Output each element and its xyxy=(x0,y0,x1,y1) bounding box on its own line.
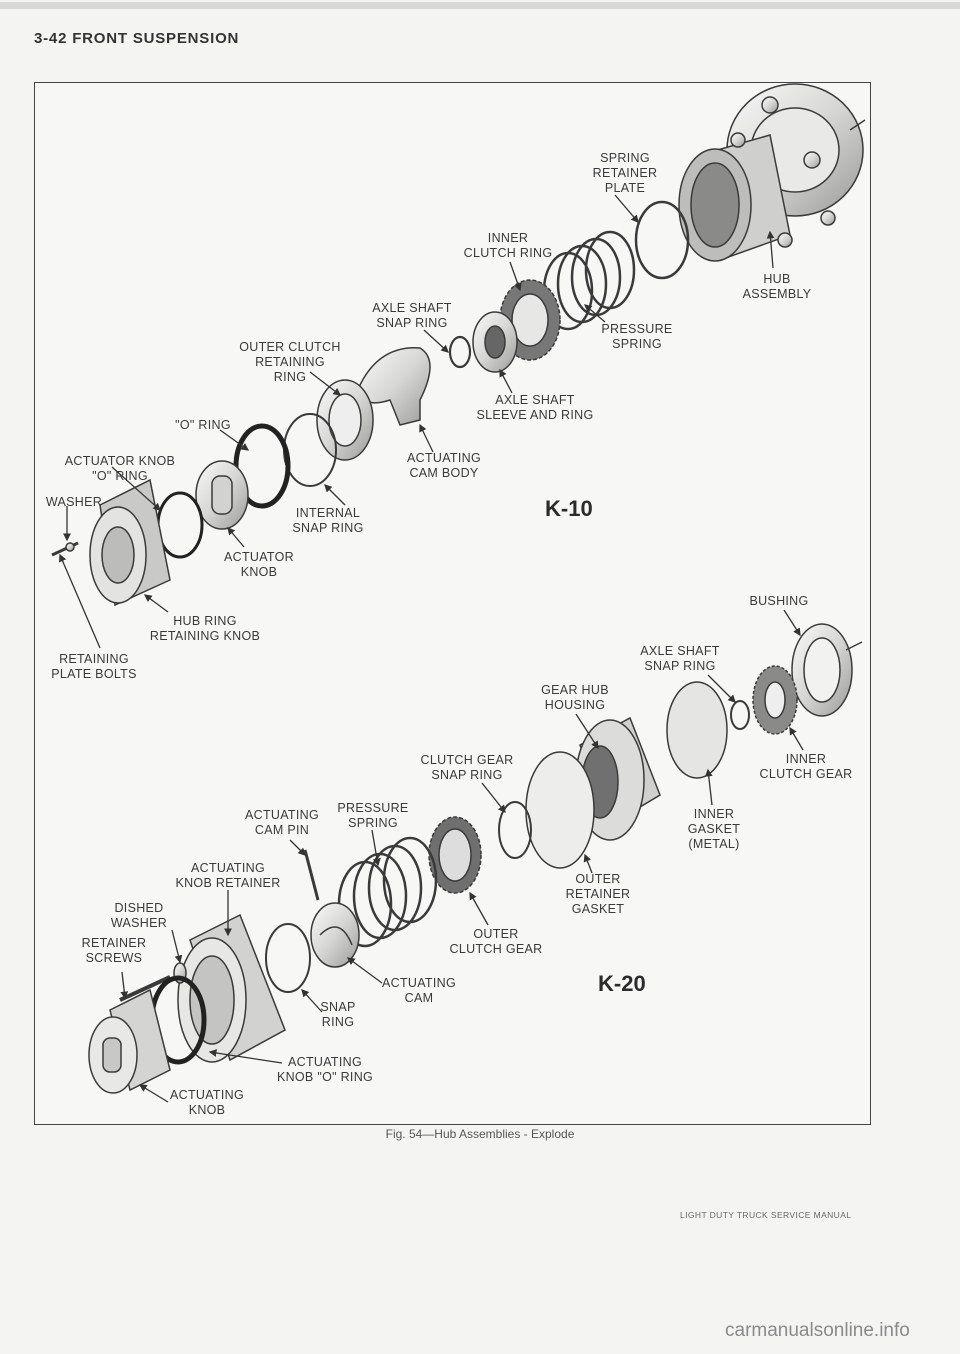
k20-retainer-screws xyxy=(119,975,171,1002)
k20-outer-retainer-gasket xyxy=(525,751,595,869)
k20-actuating-knob-retainer xyxy=(177,913,286,1063)
k20-snap-ring xyxy=(265,923,311,993)
k20-inner-gasket xyxy=(666,681,728,779)
k20-model-label: K-20 xyxy=(598,971,646,996)
label-washer: WASHER xyxy=(46,495,102,509)
k10-parts xyxy=(51,83,866,607)
k10-model-label: K-10 xyxy=(545,496,593,521)
label-o-ring: "O" RING xyxy=(175,418,231,432)
k10-hub-assembly xyxy=(678,83,866,262)
k10-axle-shaft-snap-ring xyxy=(448,335,472,369)
k10-outer-clutch-retaining-ring xyxy=(316,379,374,461)
k20-pressure-spring xyxy=(337,836,438,948)
page-header: 3-42 FRONT SUSPENSION xyxy=(34,30,240,47)
label-actuator-knob-o-ring: ACTUATOR KNOB"O" RING xyxy=(65,454,175,483)
k20-outer-clutch-gear xyxy=(428,816,482,894)
k20-parts xyxy=(88,623,863,1094)
k20-clutch-gear-snap-ring xyxy=(498,801,532,859)
k20-actuating-cam xyxy=(310,902,360,968)
k10-washer xyxy=(51,541,79,557)
k20-actuating-cam-pin xyxy=(303,849,320,901)
k10-actuator-knob-o-ring xyxy=(156,491,204,559)
watermark: carmanualsonline.info xyxy=(725,1320,910,1341)
k10-hub-ring-retaining-knob xyxy=(89,478,171,607)
label-bushing: BUSHING xyxy=(749,594,808,608)
k20-inner-clutch-gear xyxy=(752,665,798,735)
leader-lines xyxy=(58,194,804,1103)
k10-axle-shaft-sleeve xyxy=(472,311,518,373)
k10-spring-retainer-plate xyxy=(634,200,690,280)
k20-actuating-knob xyxy=(88,988,171,1094)
manual-footer: LIGHT DUTY TRUCK SERVICE MANUAL xyxy=(680,1210,852,1220)
k20-axle-shaft-snap-ring xyxy=(730,700,750,730)
k10-actuator-knob xyxy=(195,460,249,530)
k20-bushing xyxy=(791,623,863,717)
top-rule xyxy=(0,2,960,9)
figure-caption: Fig. 54—Hub Assemblies - Explode xyxy=(385,1127,575,1141)
